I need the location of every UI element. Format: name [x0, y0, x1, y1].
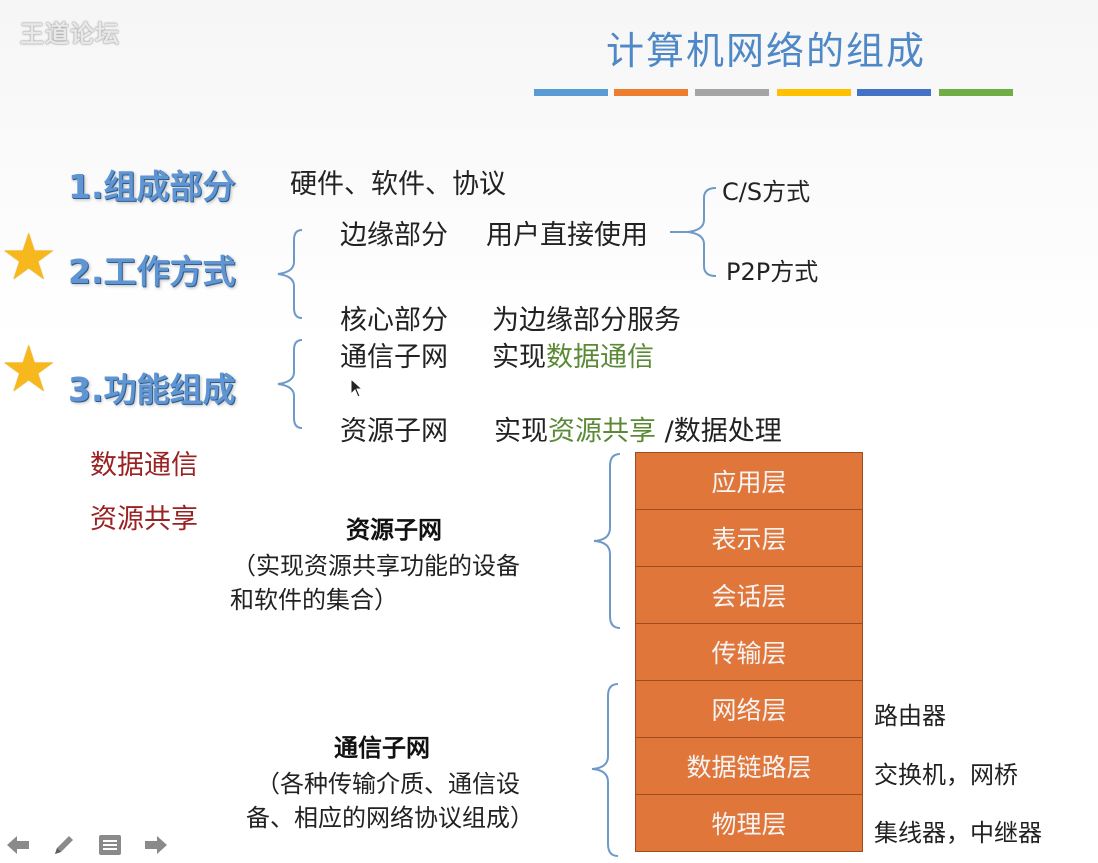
layer-presentation: 表示层 [635, 510, 863, 567]
section-2-brace [277, 229, 303, 319]
comm-subnet-desc: 实现数据通信 [492, 335, 654, 374]
edge-part-desc: 用户直接使用 [486, 220, 648, 251]
res-subnet-desc: 实现资源共享 /数据处理 [494, 409, 782, 448]
menu-icon[interactable] [96, 831, 124, 859]
pen-icon[interactable] [50, 831, 78, 859]
res-prefix: 实现 [494, 416, 548, 447]
section-1-label: 1.组成部分 [68, 167, 236, 206]
mouse-cursor-icon [350, 377, 364, 402]
device-network: 路由器 [874, 702, 946, 730]
stripe-2 [614, 89, 688, 96]
layer-transport: 传输层 [635, 624, 863, 681]
res-subnet-name: 资源子网 [340, 416, 448, 447]
comm-subnet-desc-1: （各种传输介质、通信设 [256, 770, 520, 798]
comm-subnet-brace [591, 683, 619, 857]
layer-physical: 物理层 [635, 795, 863, 852]
mode-cs: C/S方式 [722, 178, 811, 206]
layer-datalink: 数据链路层 [635, 738, 863, 795]
stripe-1 [534, 89, 608, 96]
mode-p2p: P2P方式 [726, 258, 819, 286]
stripe-3 [695, 89, 769, 96]
layer-application: 应用层 [635, 452, 863, 510]
section-1-desc: 硬件、软件、协议 [290, 169, 506, 200]
forum-watermark: 王道论坛 [20, 20, 120, 48]
star-icon: ★ [0, 221, 58, 295]
layer-network: 网络层 [635, 681, 863, 738]
slideshow-toolbar [4, 831, 170, 859]
stripe-5 [857, 89, 931, 96]
stripe-6 [939, 89, 1013, 96]
comm-subnet-name: 通信子网 [340, 342, 448, 373]
arrow-right-icon[interactable] [142, 831, 170, 859]
mode-brace [670, 187, 717, 277]
section-3-label: 3.功能组成 [68, 370, 236, 409]
edge-part-name: 边缘部分 [340, 220, 448, 251]
comm-prefix: 实现 [492, 342, 546, 373]
core-part-name: 核心部分 [340, 305, 448, 336]
slide-title: 计算机网络的组成 [606, 29, 927, 73]
layer-session: 会话层 [635, 567, 863, 624]
comm-subnet-desc-2: 备、相应的网络协议组成） [246, 804, 534, 832]
core-part-desc: 为边缘部分服务 [492, 305, 681, 336]
resource-subnet-desc-2: 和软件的集合） [230, 586, 398, 614]
star-icon: ★ [0, 333, 58, 407]
section-2-label: 2.工作方式 [68, 252, 236, 291]
resource-subnet-desc-1: （实现资源共享功能的设备 [232, 552, 520, 580]
device-physical: 集线器，中继器 [874, 819, 1042, 847]
res-highlight: 资源共享 [548, 416, 656, 447]
arrow-left-icon[interactable] [4, 831, 32, 859]
device-datalink: 交换机，网桥 [874, 761, 1018, 789]
resource-subnet-title: 资源子网 [346, 516, 442, 544]
comm-subnet-title: 通信子网 [334, 734, 430, 762]
resource-subnet-brace [593, 453, 621, 629]
comm-highlight: 数据通信 [546, 342, 654, 373]
stripe-4 [777, 89, 851, 96]
osi-layer-stack: 应用层 表示层 会话层 传输层 网络层 数据链路层 物理层 [635, 452, 863, 852]
section-3-brace [277, 339, 303, 429]
note-data-comm: 数据通信 [90, 450, 198, 481]
note-resource-share: 资源共享 [90, 504, 198, 535]
res-suffix: /数据处理 [664, 416, 782, 447]
